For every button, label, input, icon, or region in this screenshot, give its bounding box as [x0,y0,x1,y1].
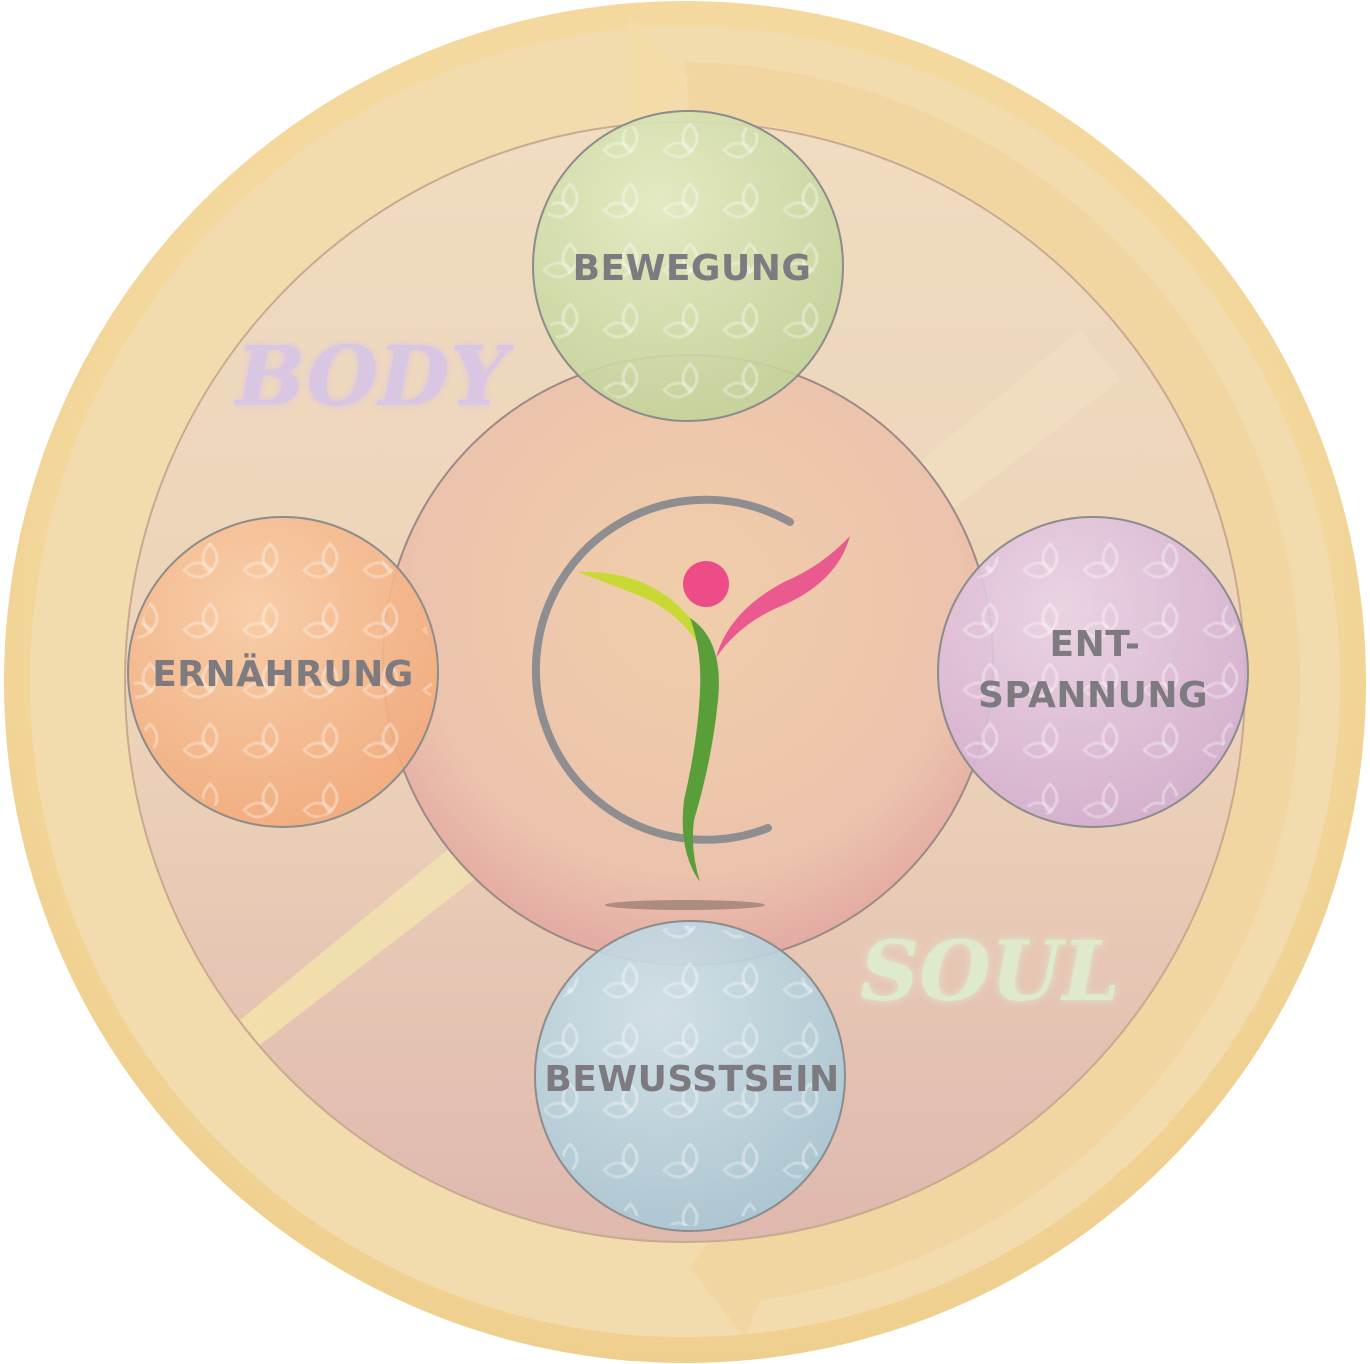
cycle-arrow-band [685,62,1301,1338]
soul-word: SOUL [860,924,1120,1020]
center-circle [382,354,994,966]
logo-figure [531,495,850,882]
bubble-bewegung[interactable]: BEWEGUNG [532,110,844,422]
logo-head [683,561,729,607]
logo-ring [531,495,794,844]
bubble-label-bewegung: BEWEGUNG [573,248,812,289]
bubble-ernaehrung[interactable]: ERNÄHRUNG [127,516,439,828]
logo-body [682,618,719,882]
body-word: BODY [234,329,515,425]
bubble-entspannung[interactable]: ENT- SPANNUNG [937,516,1249,828]
bubble-label-bewusstsein: BEWUSSTSEIN [544,1059,839,1100]
logo-arm-left [578,571,702,650]
bubble-label-entspannung-line1: ENT- [1050,624,1141,665]
center-shadow [605,900,765,910]
bubble-bewusstsein[interactable]: BEWUSSTSEIN [534,920,846,1232]
bubble-label-ernaehrung: ERNÄHRUNG [152,653,414,695]
bubble-label-entspannung-line2: SPANNUNG [978,675,1208,716]
logo-arm-right [716,536,850,658]
